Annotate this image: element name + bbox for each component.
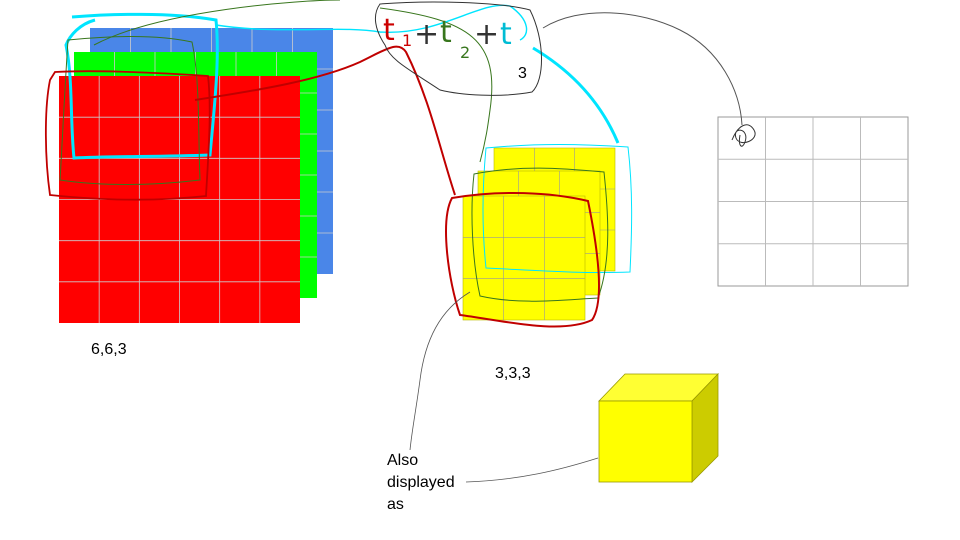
sum-term-three: t bbox=[500, 17, 512, 52]
cyan-link-curve bbox=[215, 4, 528, 41]
cyan-kernel-outline bbox=[482, 144, 633, 274]
input-dims-label: 6,6,3 bbox=[91, 341, 127, 358]
kernel-front-layer bbox=[462, 195, 586, 321]
sum-sub-three: 3 bbox=[518, 65, 527, 82]
kernel-dims-label: 3,3,3 bbox=[495, 365, 531, 382]
sum-term-two: t bbox=[440, 15, 452, 50]
sum-sub-one: 1 bbox=[402, 31, 412, 50]
kernel-cube-icon bbox=[598, 373, 719, 483]
also-displayed-as-label: Also displayed as bbox=[387, 450, 455, 516]
also-line-2: displayed bbox=[387, 474, 455, 491]
sum-plus-one: + bbox=[414, 17, 439, 52]
sum-expression: t 1 + t 2 + t bbox=[383, 13, 512, 62]
green-selection-outline bbox=[59, 36, 201, 185]
green-link-curve bbox=[93, 0, 493, 163]
sum-plus-two: + bbox=[474, 17, 499, 52]
cyan-selection-outline bbox=[64, 12, 219, 160]
sum-sub-two: 2 bbox=[460, 43, 470, 62]
pointer-to-cube-line bbox=[465, 457, 599, 483]
input-red-layer bbox=[59, 76, 300, 323]
output-grid bbox=[717, 116, 909, 287]
sum-expression-outline bbox=[374, 1, 542, 96]
also-line-1: Also bbox=[387, 452, 419, 469]
dark-red-kernel-outline bbox=[445, 191, 600, 328]
link-to-output-curve bbox=[542, 12, 743, 126]
scribble-icon bbox=[731, 124, 756, 147]
pointer-to-kernel-line bbox=[409, 291, 471, 451]
also-line-3: as bbox=[387, 496, 404, 513]
sum-term-one: t bbox=[383, 13, 395, 48]
cyan-arrow-curve bbox=[532, 46, 620, 144]
dark-red-selection-outline bbox=[44, 70, 211, 201]
